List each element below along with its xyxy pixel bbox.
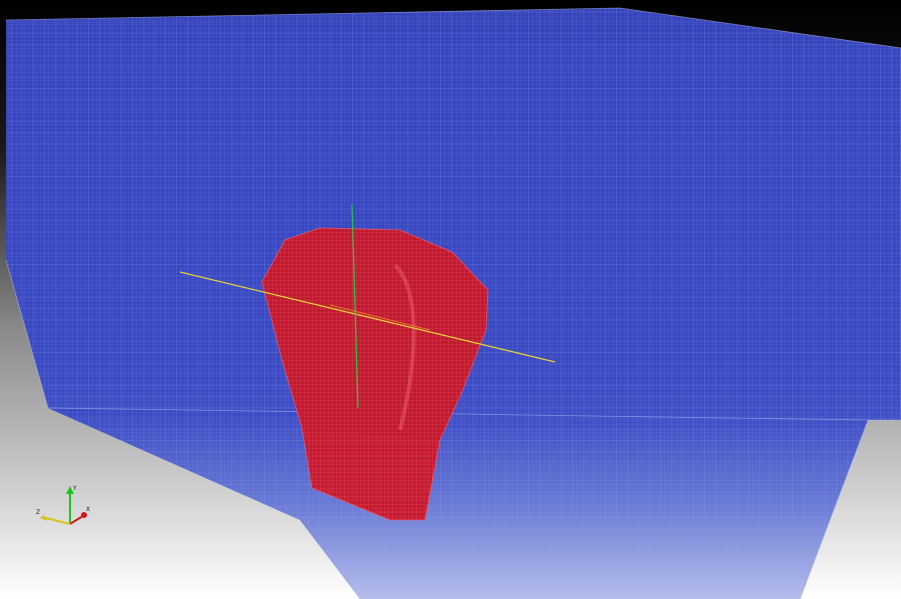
refined-object-mesh[interactable] <box>261 227 489 521</box>
object-highlight <box>393 263 416 431</box>
object-stem <box>305 430 440 520</box>
mesh-edge-lines <box>5 7 901 599</box>
center-axis-z <box>179 271 556 363</box>
center-axis-y <box>351 204 359 409</box>
object-outline <box>261 227 489 521</box>
orientation-axis-z <box>45 517 71 525</box>
orientation-axis-z-arrow <box>40 515 48 521</box>
orientation-axis-y-arrow <box>66 486 74 494</box>
orientation-label-x: X <box>86 506 90 513</box>
center-axes <box>179 204 556 409</box>
orientation-axes-widget: Y X Z <box>28 478 98 538</box>
orientation-label-y: Y <box>72 485 77 492</box>
center-axis-x <box>329 304 431 331</box>
orientation-label-z: Z <box>36 509 40 516</box>
orientation-axis-x-tip <box>81 512 87 518</box>
orientation-axis-x <box>69 515 84 525</box>
mesh-edge-lines-bottom <box>5 259 869 421</box>
